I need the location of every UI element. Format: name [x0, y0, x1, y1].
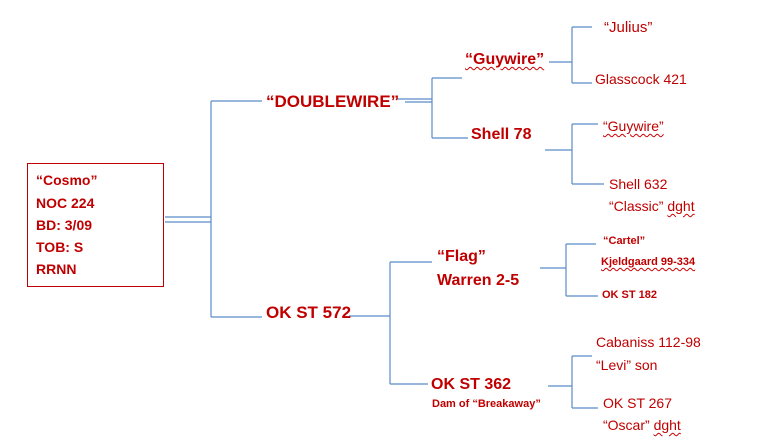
- sdd-line2: “Classic” dght: [609, 198, 695, 214]
- dds-line2: “Levi” son: [596, 357, 658, 373]
- root-line1: NOC 224: [36, 195, 95, 211]
- ddd-line1: OK ST 267: [603, 395, 673, 411]
- sire-sire-name: “Guywire”: [465, 51, 545, 68]
- root-name: “Cosmo”: [36, 172, 98, 188]
- dsd-name: OK ST 182: [602, 289, 658, 301]
- sds-name: “Guywire”: [603, 118, 664, 134]
- sdd-line1: Shell 632: [609, 176, 668, 192]
- root-animal-box: “Cosmo” NOC 224 BD: 3/09 TOB: S RRNN: [27, 163, 164, 287]
- dam-dam-note: Dam of “Breakaway”: [432, 398, 541, 410]
- dds-line1: Cabaniss 112-98: [596, 334, 701, 350]
- root-line4: RRNN: [36, 261, 77, 277]
- dss-line1: “Cartel”: [603, 235, 646, 247]
- dam-name: OK ST 572: [266, 303, 352, 322]
- sire-dam-name: Shell 78: [471, 126, 532, 143]
- root-line2: BD: 3/09: [36, 217, 93, 233]
- sire-name: “DOUBLEWIRE”: [266, 92, 400, 111]
- dam-sire-name-line2: Warren 2-5: [437, 272, 520, 289]
- dam-sire-name-line1: “Flag”: [437, 248, 486, 265]
- root-line3: TOB: S: [36, 239, 84, 255]
- dss-line2: Kjeldgaard 99-334: [601, 256, 696, 268]
- sss-name: “Julius”: [604, 19, 653, 36]
- dam-dam-name: OK ST 362: [431, 376, 512, 393]
- ssd-name: Glasscock 421: [595, 71, 687, 87]
- ddd-line2: “Oscar” dght: [603, 417, 681, 433]
